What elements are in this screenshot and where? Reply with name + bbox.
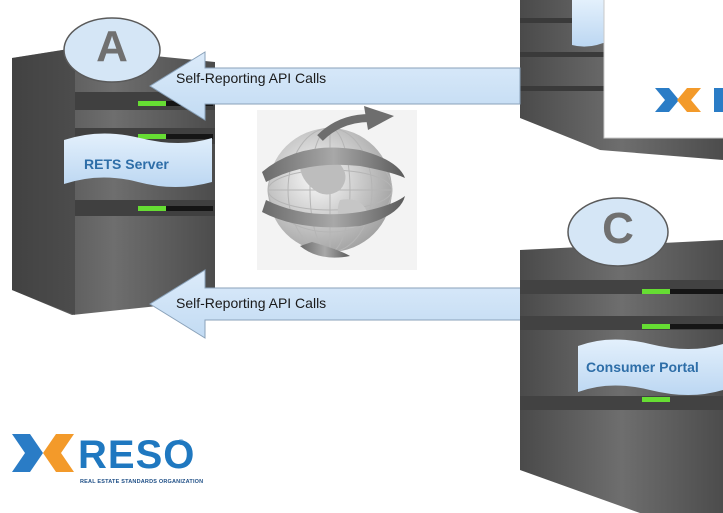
- reso-tagline: REAL ESTATE STANDARDS ORGANIZATION: [80, 479, 204, 485]
- reso-logo-icon: [12, 434, 74, 472]
- server-c-led: [642, 324, 670, 329]
- registered-mark: ®: [178, 438, 184, 447]
- server-a-led: [138, 134, 166, 139]
- server-a-led: [138, 101, 166, 106]
- top-arrow-label: Self-Reporting API Calls: [176, 70, 327, 86]
- bottom-arrow-label: Self-Reporting API Calls: [176, 295, 327, 311]
- server-c-banner: [578, 339, 723, 395]
- reso-wordmark: RESO: [78, 433, 196, 477]
- letter-bubble-a: [63, 17, 161, 83]
- reso-mark-small-icon: [655, 88, 701, 112]
- server-a-led: [138, 206, 166, 211]
- server-c-letter: C: [602, 204, 634, 253]
- bottom-arrow: [149, 269, 523, 339]
- server-a-label: RETS Server: [84, 156, 169, 172]
- portal-window: [603, 0, 723, 139]
- globe-icon: [257, 106, 417, 270]
- server-a-banner: [64, 133, 212, 187]
- server-c-led: [642, 397, 670, 402]
- server-a-letter: A: [96, 22, 128, 71]
- letter-bubble-c: [567, 197, 669, 267]
- server-c-label: Consumer Portal: [586, 359, 699, 375]
- top-arrow: [149, 51, 521, 121]
- server-a: [12, 48, 215, 315]
- server-c-led: [642, 289, 670, 294]
- server-b-banner: [572, 0, 610, 47]
